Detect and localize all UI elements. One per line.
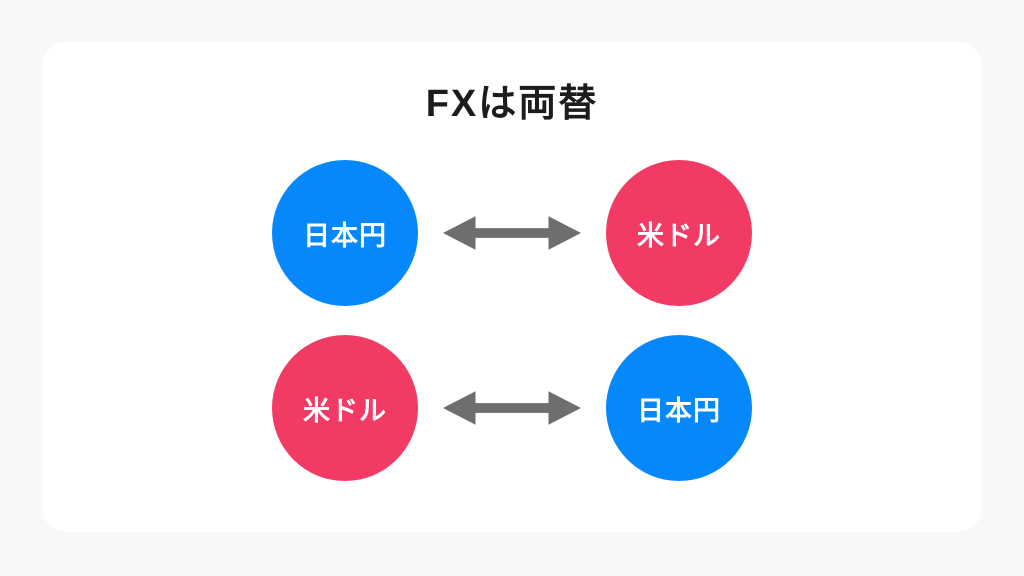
- exchange-row-2: 米ドル 日本円: [42, 335, 982, 481]
- currency-circle-jpy: 日本円: [606, 335, 752, 481]
- currency-circle-usd: 米ドル: [272, 335, 418, 481]
- currency-label: 日本円: [303, 220, 387, 251]
- exchange-row-1: 日本円 米ドル: [42, 160, 982, 306]
- currency-circle-jpy: 日本円: [272, 160, 418, 306]
- double-arrow-icon: [443, 391, 581, 425]
- currency-circle-usd: 米ドル: [606, 160, 752, 306]
- currency-label: 米ドル: [637, 220, 721, 251]
- card: FXは両替 日本円 米ドル 米ドル 日本円: [42, 42, 982, 532]
- double-arrow-icon: [443, 216, 581, 250]
- page-title: FXは両替: [425, 83, 599, 125]
- currency-label: 日本円: [637, 395, 721, 426]
- currency-label: 米ドル: [303, 395, 387, 426]
